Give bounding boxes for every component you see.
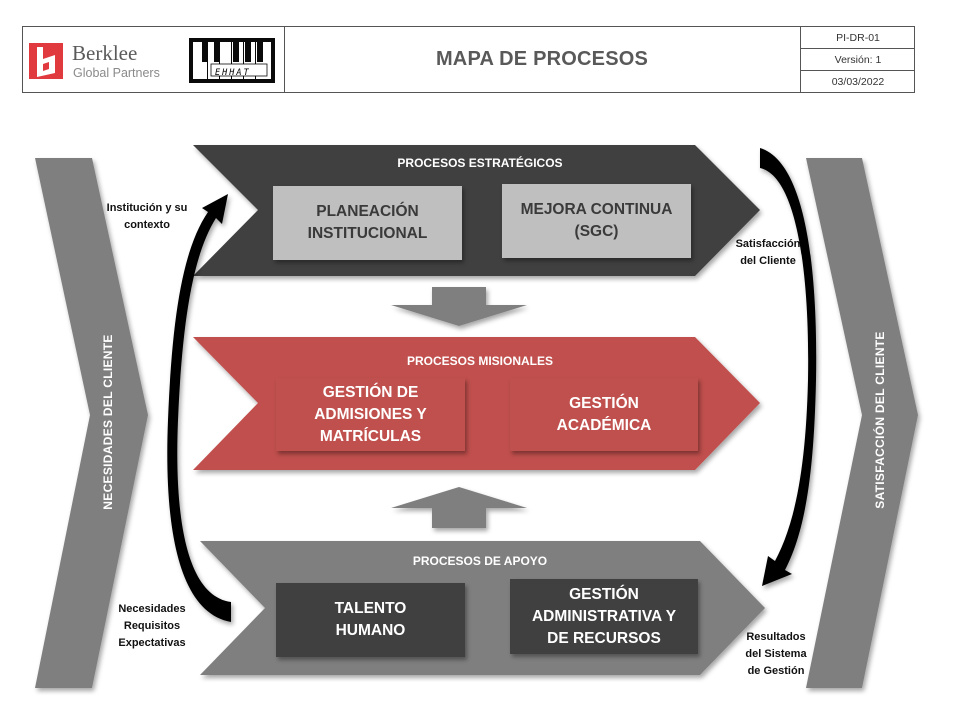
results-annotation: Resultados del Sistema de Gestión: [738, 629, 814, 680]
up-arrow-icon: [391, 487, 527, 528]
needs-annotation-line: Requisitos: [123, 620, 181, 632]
process-label: PLANEACIÓN: [316, 203, 419, 220]
process-label: GESTIÓN: [569, 585, 639, 603]
process-label: ADMISIONES Y: [314, 405, 427, 423]
results-annotation-line: del Sistema: [745, 648, 807, 660]
output-flow-arrow-icon: [760, 148, 817, 586]
document-header: Berklee Global Partners EHHAT MAPA DE PR…: [22, 26, 915, 93]
process-label: (SGC): [574, 223, 619, 240]
process-label: ADMINISTRATIVA Y: [531, 607, 677, 625]
results-annotation-line: de Gestión: [747, 665, 805, 677]
missional-processes-title: PROCESOS MISIONALES: [406, 354, 554, 368]
support-processes-title: PROCESOS DE APOYO: [412, 554, 548, 568]
process-box-mejora-continua[interactable]: MEJORA CONTINUA (SGC): [502, 184, 691, 258]
customer-satisfaction-label: SATISFACCIÓN DEL CLIENTE: [873, 331, 887, 509]
document-meta: PI-DR-01 Versión: 1 03/03/2022: [800, 27, 915, 92]
customer-needs-label: NECESIDADES DEL CLIENTE: [101, 334, 115, 510]
berklee-subtitle: Global Partners: [73, 66, 160, 80]
process-box-admisiones[interactable]: GESTIÓN DE ADMISIONES Y MATRÍCULAS: [276, 378, 465, 451]
berklee-logo-icon: [29, 43, 63, 79]
process-label: ACADÉMICA: [556, 416, 652, 434]
process-box-gestion-administrativa[interactable]: GESTIÓN ADMINISTRATIVA Y DE RECURSOS: [510, 579, 698, 654]
page-title: MAPA DE PROCESOS: [435, 48, 649, 70]
context-annotation-line: Institución y su: [106, 202, 188, 214]
needs-annotation: Necesidades Requisitos Expectativas: [104, 601, 200, 652]
satisfaction-annotation-line: Satisfacción: [735, 238, 801, 250]
piano-keys-logo-icon: EHHAT: [189, 38, 275, 83]
needs-annotation-line: Expectativas: [118, 637, 186, 649]
satisfaction-annotation-line: del Cliente: [740, 255, 796, 267]
process-label: INSTITUCIONAL: [307, 225, 428, 242]
context-annotation-line: contexto: [124, 219, 170, 231]
process-label: MEJORA CONTINUA: [520, 201, 673, 218]
results-annotation-line: Resultados: [746, 631, 806, 643]
process-box-talento-humano[interactable]: TALENTO HUMANO: [276, 583, 465, 657]
strategic-processes-title: PROCESOS ESTRATÉGICOS: [397, 156, 563, 170]
customer-satisfaction-chevron: [806, 158, 918, 688]
customer-needs-chevron: [35, 158, 148, 688]
document-code: PI-DR-01: [801, 27, 915, 49]
berklee-name: Berklee: [72, 41, 138, 65]
process-label: TALENTO: [334, 600, 407, 617]
process-label: DE RECURSOS: [547, 629, 661, 647]
needs-annotation-line: Necesidades: [118, 603, 186, 615]
satisfaction-annotation: Satisfacción del Cliente: [728, 236, 808, 270]
process-label: GESTIÓN DE: [322, 383, 419, 401]
document-version: Versión: 1: [801, 49, 915, 71]
process-label: GESTIÓN: [569, 394, 639, 412]
process-box-gestion-academica[interactable]: GESTIÓN ACADÉMICA: [510, 378, 698, 451]
input-flow-arrow-icon: [167, 194, 231, 622]
logos-cell: Berklee Global Partners EHHAT: [23, 27, 285, 92]
document-date: 03/03/2022: [831, 75, 885, 88]
process-box-planeacion[interactable]: PLANEACIÓN INSTITUCIONAL: [273, 186, 462, 260]
process-label: MATRÍCULAS: [319, 427, 422, 445]
down-arrow-icon: [391, 287, 527, 326]
process-label: HUMANO: [335, 622, 406, 639]
piano-logo-text: EHHAT: [215, 68, 251, 78]
context-annotation: Institución y su contexto: [100, 200, 194, 234]
